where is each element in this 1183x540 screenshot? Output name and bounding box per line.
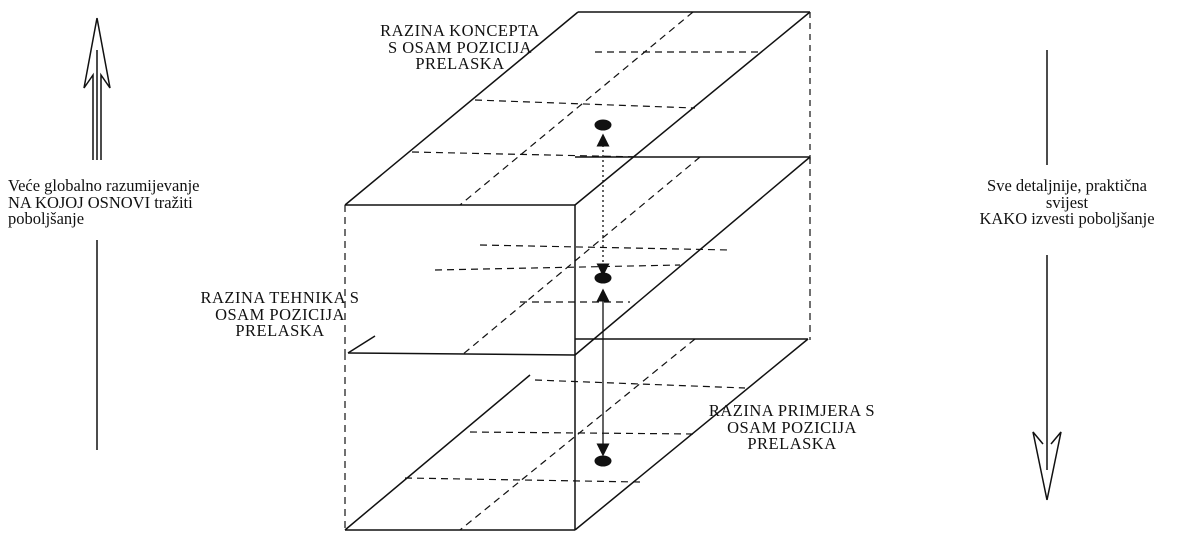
- left-description-line: NA KOJOJ OSNOVI tražiti: [8, 192, 193, 212]
- right-description-line: Sve detaljnije, praktična: [987, 176, 1147, 195]
- concept-level-line: PRELASKA: [415, 54, 505, 73]
- right-description-line: svijest: [1045, 192, 1089, 212]
- example-level-line: RAZINA PRIMJERA S: [708, 401, 876, 420]
- technique-level-line: OSAM POZICIJA: [215, 304, 345, 324]
- layer-example: [344, 338, 809, 531]
- example-level-label: RAZINA PRIMJERA S OSAM POZICIJA PRELASKA: [672, 401, 912, 453]
- layer-concept: [344, 11, 811, 206]
- example-level-line: PRELASKA: [747, 434, 837, 453]
- right-description-line: KAKO izvesti poboljšanje: [979, 209, 1155, 228]
- technique-node-icon: [594, 272, 612, 284]
- left-description-line: Veće globalno razumijevanje: [8, 176, 200, 195]
- down-arrow-icon: [1032, 50, 1062, 501]
- up-arrow-icon: [83, 17, 111, 450]
- example-level-line: OSAM POZICIJA: [727, 417, 857, 437]
- concept-node-icon: [594, 119, 612, 131]
- level-connector: [594, 119, 612, 467]
- technique-level-label: RAZINA TEHNIKA S OSAM POZICIJA PRELASKA: [165, 288, 395, 340]
- concept-level-line: S OSAM POZICIJA: [387, 37, 533, 57]
- left-description: Veće globalno razumijevanje NA KOJOJ OSN…: [8, 176, 200, 228]
- concept-level-line: RAZINA KONCEPTA: [380, 21, 540, 40]
- technique-level-line: PRELASKA: [235, 321, 325, 340]
- left-description-line: poboljšanje: [8, 209, 85, 228]
- example-node-icon: [594, 455, 612, 467]
- concept-level-label: RAZINA KONCEPTA S OSAM POZICIJA PRELASKA: [340, 21, 580, 73]
- technique-level-line: RAZINA TEHNIKA S: [200, 288, 360, 307]
- layer-technique: [344, 156, 811, 356]
- right-description: Sve detaljnije, praktična svijest KAKO i…: [962, 176, 1172, 228]
